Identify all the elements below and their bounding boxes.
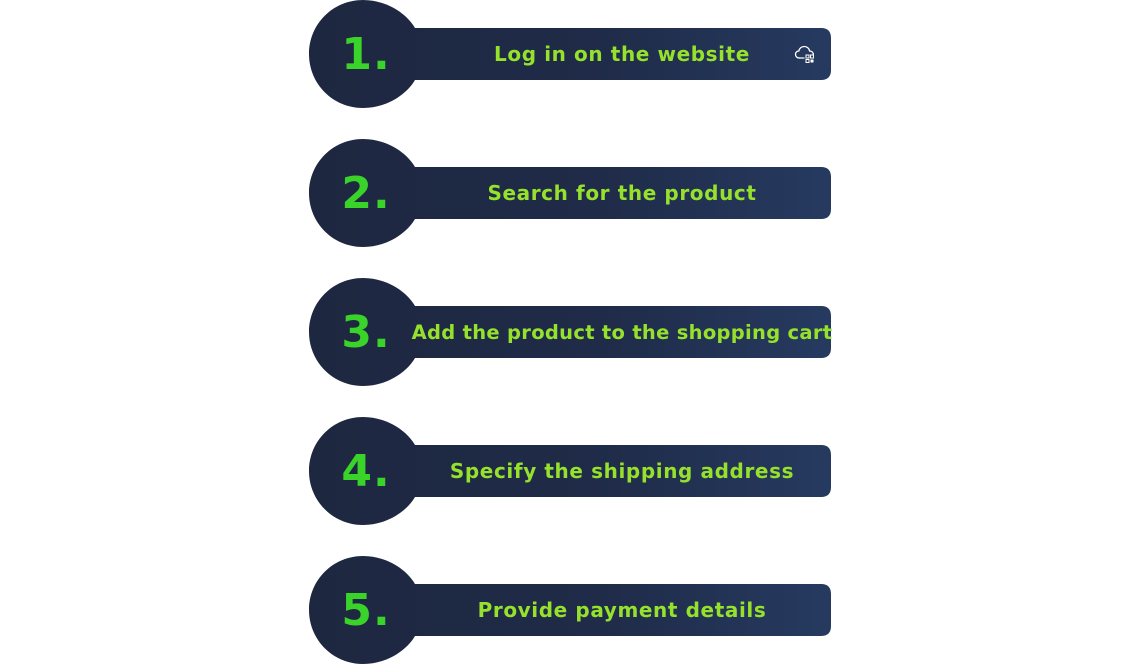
step-number: 2. [341,167,391,219]
step-label: Log in on the website [494,42,750,66]
step-1: 1. Log in on the website [309,0,831,108]
step-number: 4. [341,445,391,497]
step-number: 3. [341,306,391,358]
step-4: 4. Specify the shipping address [309,417,831,525]
step-label: Provide payment details [477,598,767,622]
step-label: Add the product to the shopping cart [411,320,833,344]
step-3: 3. Add the product to the shopping cart [309,278,833,386]
step-5: 5. Provide payment details [309,556,831,664]
step-label: Search for the product [487,181,757,205]
step-label: Specify the shipping address [449,459,795,483]
step-number: 5. [341,584,391,636]
step-number: 1. [341,28,391,80]
cloud-icon [794,45,814,63]
step-2: 2. Search for the product [309,139,831,247]
